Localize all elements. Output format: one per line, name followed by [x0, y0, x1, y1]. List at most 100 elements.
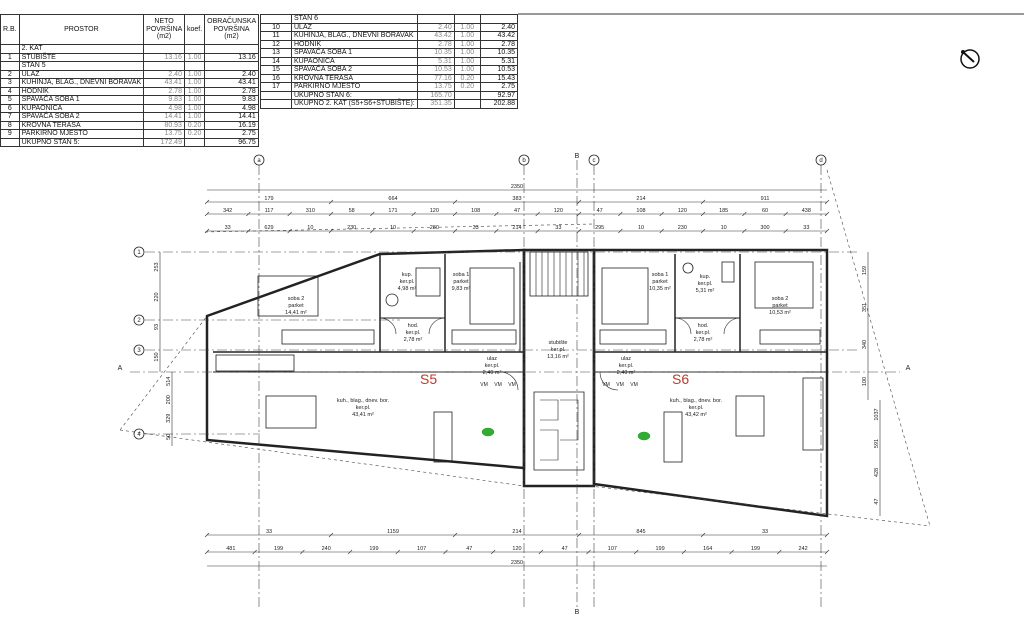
grid-axis-label: 3: [137, 348, 141, 354]
dimension-label: 2350: [511, 184, 523, 190]
room-area: 14,41 m²: [285, 310, 307, 316]
room-area: 2,40 m²: [617, 370, 636, 376]
dimension-label: 10: [307, 225, 313, 231]
dimension-tick: [824, 549, 830, 555]
apartment-label-s5: S5: [420, 371, 437, 387]
dimension-label: 47: [562, 546, 568, 552]
dimension-tick: [328, 211, 334, 217]
dimension-tick: [618, 228, 623, 234]
room-name: kuh., blag., dnev. bor.: [337, 398, 390, 404]
grid-axis-label: 4: [137, 432, 141, 438]
dimension-label: 47: [466, 546, 472, 552]
north-arrow-icon: [960, 49, 980, 69]
room-floor: ker.pl.: [356, 405, 371, 411]
room-name: kup.: [700, 274, 711, 280]
dimension-label: 33: [225, 225, 231, 231]
room-floor: parket: [288, 303, 304, 309]
dimension-tick: [452, 228, 458, 234]
dimension-tick: [586, 549, 591, 555]
dimension-tick: [246, 228, 251, 234]
room-name: kuh., blag., dnev. bor.: [670, 398, 723, 404]
terrace-boundary: [119, 169, 931, 527]
dimension-tick: [287, 228, 292, 234]
dimension-label: 664: [388, 196, 397, 202]
dimension-tick: [287, 211, 292, 217]
dimension-tick: [494, 228, 499, 234]
room-floor: ker.pl.: [619, 363, 634, 369]
grid-axis-label: 1: [137, 250, 141, 256]
dimension-label: 845: [636, 529, 645, 535]
col-obracunska: OBRAČUNSKA POVRŠINA (m2): [204, 14, 259, 45]
dimension-tick: [452, 532, 458, 538]
room-floor: ker.pl.: [551, 347, 566, 353]
dimension-label: 481: [226, 546, 235, 552]
room-area: 43,42 m²: [685, 412, 707, 418]
building-outline: [205, 248, 829, 518]
dimension-tick: [328, 199, 334, 205]
dimension-label: 2350: [511, 560, 523, 566]
dimension-label: 220: [154, 292, 160, 301]
dimension-tick: [824, 211, 830, 217]
vm-label: VM: [494, 382, 502, 388]
dimension-tick: [443, 549, 448, 555]
dimension-label: 164: [703, 546, 712, 552]
dimension-tick: [576, 228, 582, 234]
vm-label: VM: [480, 382, 488, 388]
dimension-label: 340: [862, 340, 868, 349]
dimension-tick: [370, 211, 375, 217]
dimension-label: 47: [514, 208, 520, 214]
dimension-tick: [777, 549, 782, 555]
grid-axis-bubble: [133, 428, 145, 440]
dimension-tick: [700, 532, 706, 538]
room-name: ulaz: [621, 356, 631, 362]
room-floor: parket: [772, 303, 788, 309]
dimension-tick: [204, 532, 210, 538]
dimension-tick: [634, 549, 639, 555]
dimension-tick: [252, 549, 257, 555]
grid-axis-bubble: [133, 314, 145, 326]
dimension-tick: [395, 549, 400, 555]
dimension-tick: [824, 532, 830, 538]
dimension-label: 120: [678, 208, 687, 214]
vm-label: VM: [630, 382, 638, 388]
room-area: 2,78 m²: [694, 337, 713, 343]
dimension-label: 93: [154, 324, 160, 330]
dimension-label: 383: [512, 196, 521, 202]
dimension-tick: [535, 228, 540, 234]
vm-label: VM: [508, 382, 516, 388]
col-prostor: PROSTOR: [18, 14, 145, 45]
grid-axis-label: b: [522, 158, 526, 164]
room-area: 13,16 m²: [547, 354, 569, 360]
dimension-label: 120: [554, 208, 563, 214]
grid-axis-bubble: [133, 246, 145, 258]
room-name: stubište: [549, 340, 568, 346]
dimension-tick: [729, 549, 734, 555]
dimension-tick: [576, 532, 582, 538]
dimension-label: 120: [430, 208, 439, 214]
dimension-label: 200: [166, 395, 172, 404]
grid-axis-label: c: [593, 158, 596, 164]
dimension-tick: [300, 549, 305, 555]
dimension-label: 911: [761, 196, 770, 202]
room-area: 2,78 m²: [404, 337, 423, 343]
dimension-tick: [370, 228, 375, 234]
room-area: 10,53 m²: [769, 310, 791, 316]
dimension-label: 438: [802, 208, 811, 214]
section-label: A: [118, 365, 123, 372]
col-koef: koef.: [183, 14, 206, 45]
room-name: soba 1: [652, 272, 669, 278]
dimension-tick: [328, 228, 334, 234]
dimension-tick: [783, 228, 788, 234]
room-floor: ker.pl.: [689, 405, 704, 411]
dimension-label: 230: [678, 225, 687, 231]
dimension-label: 230: [347, 225, 356, 231]
room-name: kup.: [402, 272, 413, 278]
dimension-tick: [411, 228, 416, 234]
dimension-label: 214: [512, 529, 521, 535]
dimension-tick: [659, 228, 664, 234]
